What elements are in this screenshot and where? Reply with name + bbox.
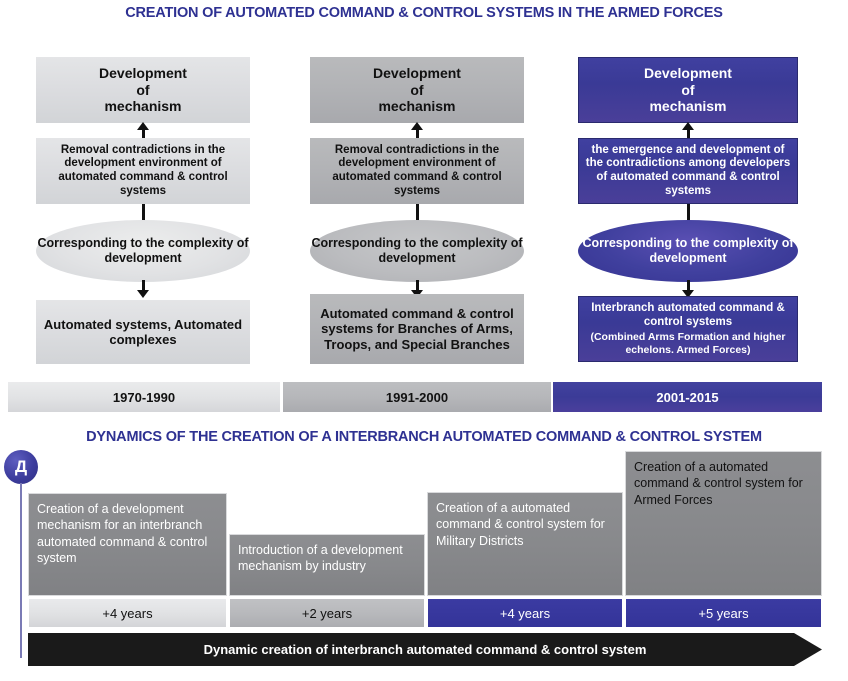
col3-development-label: Development of mechanism — [644, 65, 732, 115]
banner-label: Dynamic creation of interbranch automate… — [203, 642, 647, 657]
col1-oval-label: Corresponding to the complexity of devel… — [37, 236, 249, 265]
duration-box-2-label: +2 years — [301, 605, 353, 621]
page-title-top: CREATION OF AUTOMATED COMMAND & CONTROL … — [125, 5, 723, 21]
col1-arrow-up-icon — [137, 122, 149, 130]
col1-development-box: Development of mechanism — [36, 57, 250, 123]
col3-driver-box: the emergence and development of the con… — [578, 138, 798, 204]
timeline-1970-1990-label: 1970-1990 — [112, 389, 176, 405]
col3-result-main-label: Interbranch automated command & control … — [591, 302, 785, 328]
col3-driver-label: the emergence and development of the con… — [585, 143, 791, 197]
col2-connector-down — [415, 280, 419, 292]
col3-oval: Corresponding to the complexity of devel… — [578, 220, 798, 282]
col3-arrow-up-icon — [682, 122, 694, 130]
banner-arrow-shape — [28, 633, 822, 666]
col1-connector-up — [141, 128, 145, 138]
col1-connector-down — [141, 280, 145, 292]
duration-box-4-label: +5 years — [698, 605, 749, 621]
duration-box-3-label: +4 years — [499, 605, 551, 621]
duration-box-1[interactable]: +4 years — [28, 598, 227, 628]
stage-box-2-label: Introduction of a development mechanism … — [238, 543, 403, 574]
col1-oval: Corresponding to the complexity of devel… — [36, 220, 250, 282]
col3-connector-mid — [686, 204, 690, 222]
pin-marker: Д — [4, 450, 40, 660]
col3-oval-label: Corresponding to the complexity of devel… — [582, 236, 794, 265]
col3-connector-down — [686, 280, 690, 292]
col2-connector-mid — [415, 204, 419, 222]
col2-driver-box: Removal contradictions in the developmen… — [310, 138, 524, 204]
col1-result-label: Automated systems, Automated complexes — [43, 316, 243, 347]
duration-box-4[interactable]: +5 years — [625, 598, 822, 628]
col3-arrow-down-icon — [682, 290, 694, 298]
stage-box-2: Introduction of a development mechanism … — [229, 534, 425, 596]
col3-development-box: Development of mechanism — [578, 57, 798, 123]
col2-development-label: Development of mechanism — [373, 65, 461, 115]
page-title-bottom: DYNAMICS OF THE CREATION OF A INTERBRANC… — [86, 429, 762, 445]
stage-box-1-label: Creation of a development mechanism for … — [37, 502, 208, 565]
stage-box-3: Creation of a automated command & contro… — [427, 492, 623, 596]
duration-box-3[interactable]: +4 years — [427, 598, 623, 628]
timeline-2001-2015[interactable]: 2001-2015 — [553, 382, 822, 412]
dynamic-creation-banner: Dynamic creation of interbranch automate… — [28, 633, 822, 666]
col3-result-box: Interbranch automated command & control … — [578, 296, 798, 362]
col1-arrow-down-icon — [137, 290, 149, 298]
col3-connector-up — [686, 128, 690, 138]
col2-arrow-up-icon — [411, 122, 423, 130]
col1-result-box: Automated systems, Automated complexes — [36, 300, 250, 364]
col2-oval-label: Corresponding to the complexity of devel… — [311, 236, 523, 265]
stage-box-3-label: Creation of a automated command & contro… — [436, 501, 605, 548]
col2-connector-up — [415, 128, 419, 138]
col2-result-label: Automated command & control systems for … — [320, 306, 514, 352]
stage-box-1: Creation of a development mechanism for … — [28, 493, 227, 596]
col2-result-box: Automated command & control systems for … — [310, 294, 524, 364]
stage-box-4-label: Creation of a automated command & contro… — [634, 460, 803, 507]
col1-driver-label: Removal contradictions in the developmen… — [58, 143, 228, 197]
timeline-2001-2015-label: 2001-2015 — [656, 389, 719, 405]
col1-development-label: Development of mechanism — [99, 65, 187, 115]
timeline-1970-1990[interactable]: 1970-1990 — [8, 382, 280, 412]
stage-box-4: Creation of a automated command & contro… — [625, 451, 822, 596]
col2-driver-label: Removal contradictions in the developmen… — [332, 143, 502, 197]
duration-box-1-label: +4 years — [102, 605, 153, 621]
timeline-1991-2000[interactable]: 1991-2000 — [283, 382, 551, 412]
col2-oval: Corresponding to the complexity of devel… — [310, 220, 524, 282]
duration-box-2[interactable]: +2 years — [229, 598, 425, 628]
pin-icon: Д — [4, 450, 38, 484]
pin-label: Д — [14, 457, 28, 476]
col3-result-sub-label: (Combined Arms Formation and higher eche… — [590, 331, 786, 356]
timeline-1991-2000-label: 1991-2000 — [385, 389, 449, 405]
col1-connector-mid — [141, 204, 145, 222]
col1-driver-box: Removal contradictions in the developmen… — [36, 138, 250, 204]
pin-stem — [20, 483, 22, 658]
banner-text-wrap: Dynamic creation of interbranch automate… — [28, 633, 848, 666]
col2-development-box: Development of mechanism — [310, 57, 524, 123]
